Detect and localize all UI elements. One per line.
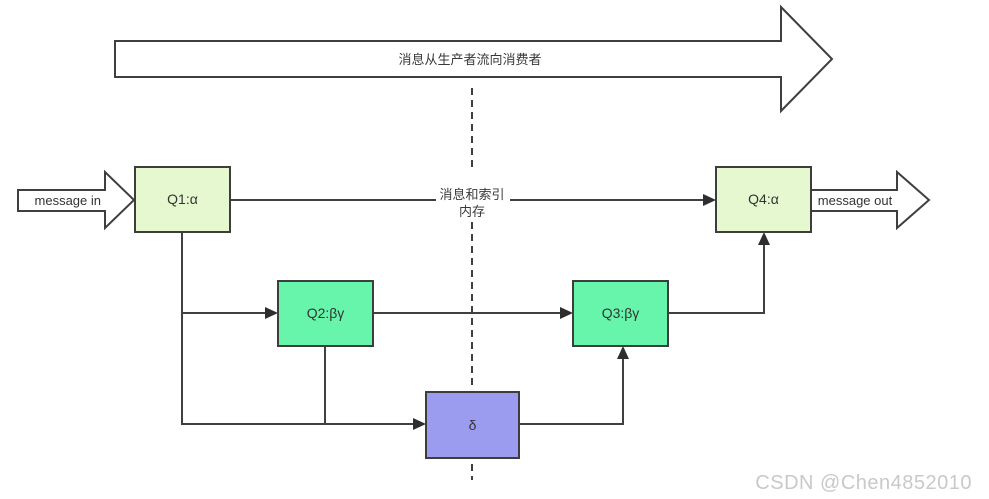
top-arrow-label: 消息从生产者流向消费者 — [398, 52, 541, 67]
node-q2-label: Q2:βγ — [307, 305, 345, 321]
divider-label-line2: 内存 — [459, 204, 485, 219]
big-right-arrow-shape — [114, 4, 834, 114]
node-q3-label: Q3:βγ — [602, 305, 640, 321]
connectors — [181, 194, 770, 430]
node-q4-label: Q4:α — [748, 191, 779, 207]
message-out-arrow-shape — [810, 169, 931, 231]
node-q2: Q2:βγ — [277, 280, 374, 347]
node-delta-label: δ — [469, 417, 477, 433]
divider-label-line1: 消息和索引 — [439, 187, 504, 202]
node-q4-box — [715, 166, 812, 233]
producer-to-consumer-arrow: 消息从生产者流向消费者 — [114, 4, 834, 114]
node-q1: Q1:α — [134, 166, 231, 233]
node-q3: Q3:βγ — [572, 280, 669, 347]
connector-delta-to-q3 — [519, 358, 624, 425]
divider-label-backdrop — [436, 184, 510, 220]
arrowhead-into-q4-bottom — [758, 232, 770, 245]
node-q3-box — [572, 280, 669, 347]
message-out-label: message out — [818, 193, 893, 208]
arrowhead-into-q4-left — [703, 194, 716, 206]
message-out-arrow: message out — [810, 169, 931, 231]
node-delta-box — [425, 391, 520, 459]
memory-divider-label: 消息和索引 内存 — [436, 184, 510, 220]
node-q2-box — [277, 280, 374, 347]
arrowhead-into-q3-bottom — [617, 346, 629, 359]
arrowhead-into-q2-left — [265, 307, 278, 319]
message-in-label: message in — [35, 193, 101, 208]
node-delta: δ — [425, 391, 520, 459]
message-in-arrow-shape — [17, 169, 136, 231]
arrowhead-into-delta-left — [413, 418, 426, 430]
csdn-watermark: CSDN @Chen4852010 — [755, 472, 972, 494]
node-q1-box — [134, 166, 231, 233]
message-in-arrow: message in — [17, 169, 136, 231]
node-q1-label: Q1:α — [167, 191, 198, 207]
node-q4: Q4:α — [715, 166, 812, 233]
connector-q1-to-delta — [181, 232, 414, 425]
connector-q3-to-q4 — [668, 244, 765, 314]
arrowhead-into-q3-left — [560, 307, 573, 319]
